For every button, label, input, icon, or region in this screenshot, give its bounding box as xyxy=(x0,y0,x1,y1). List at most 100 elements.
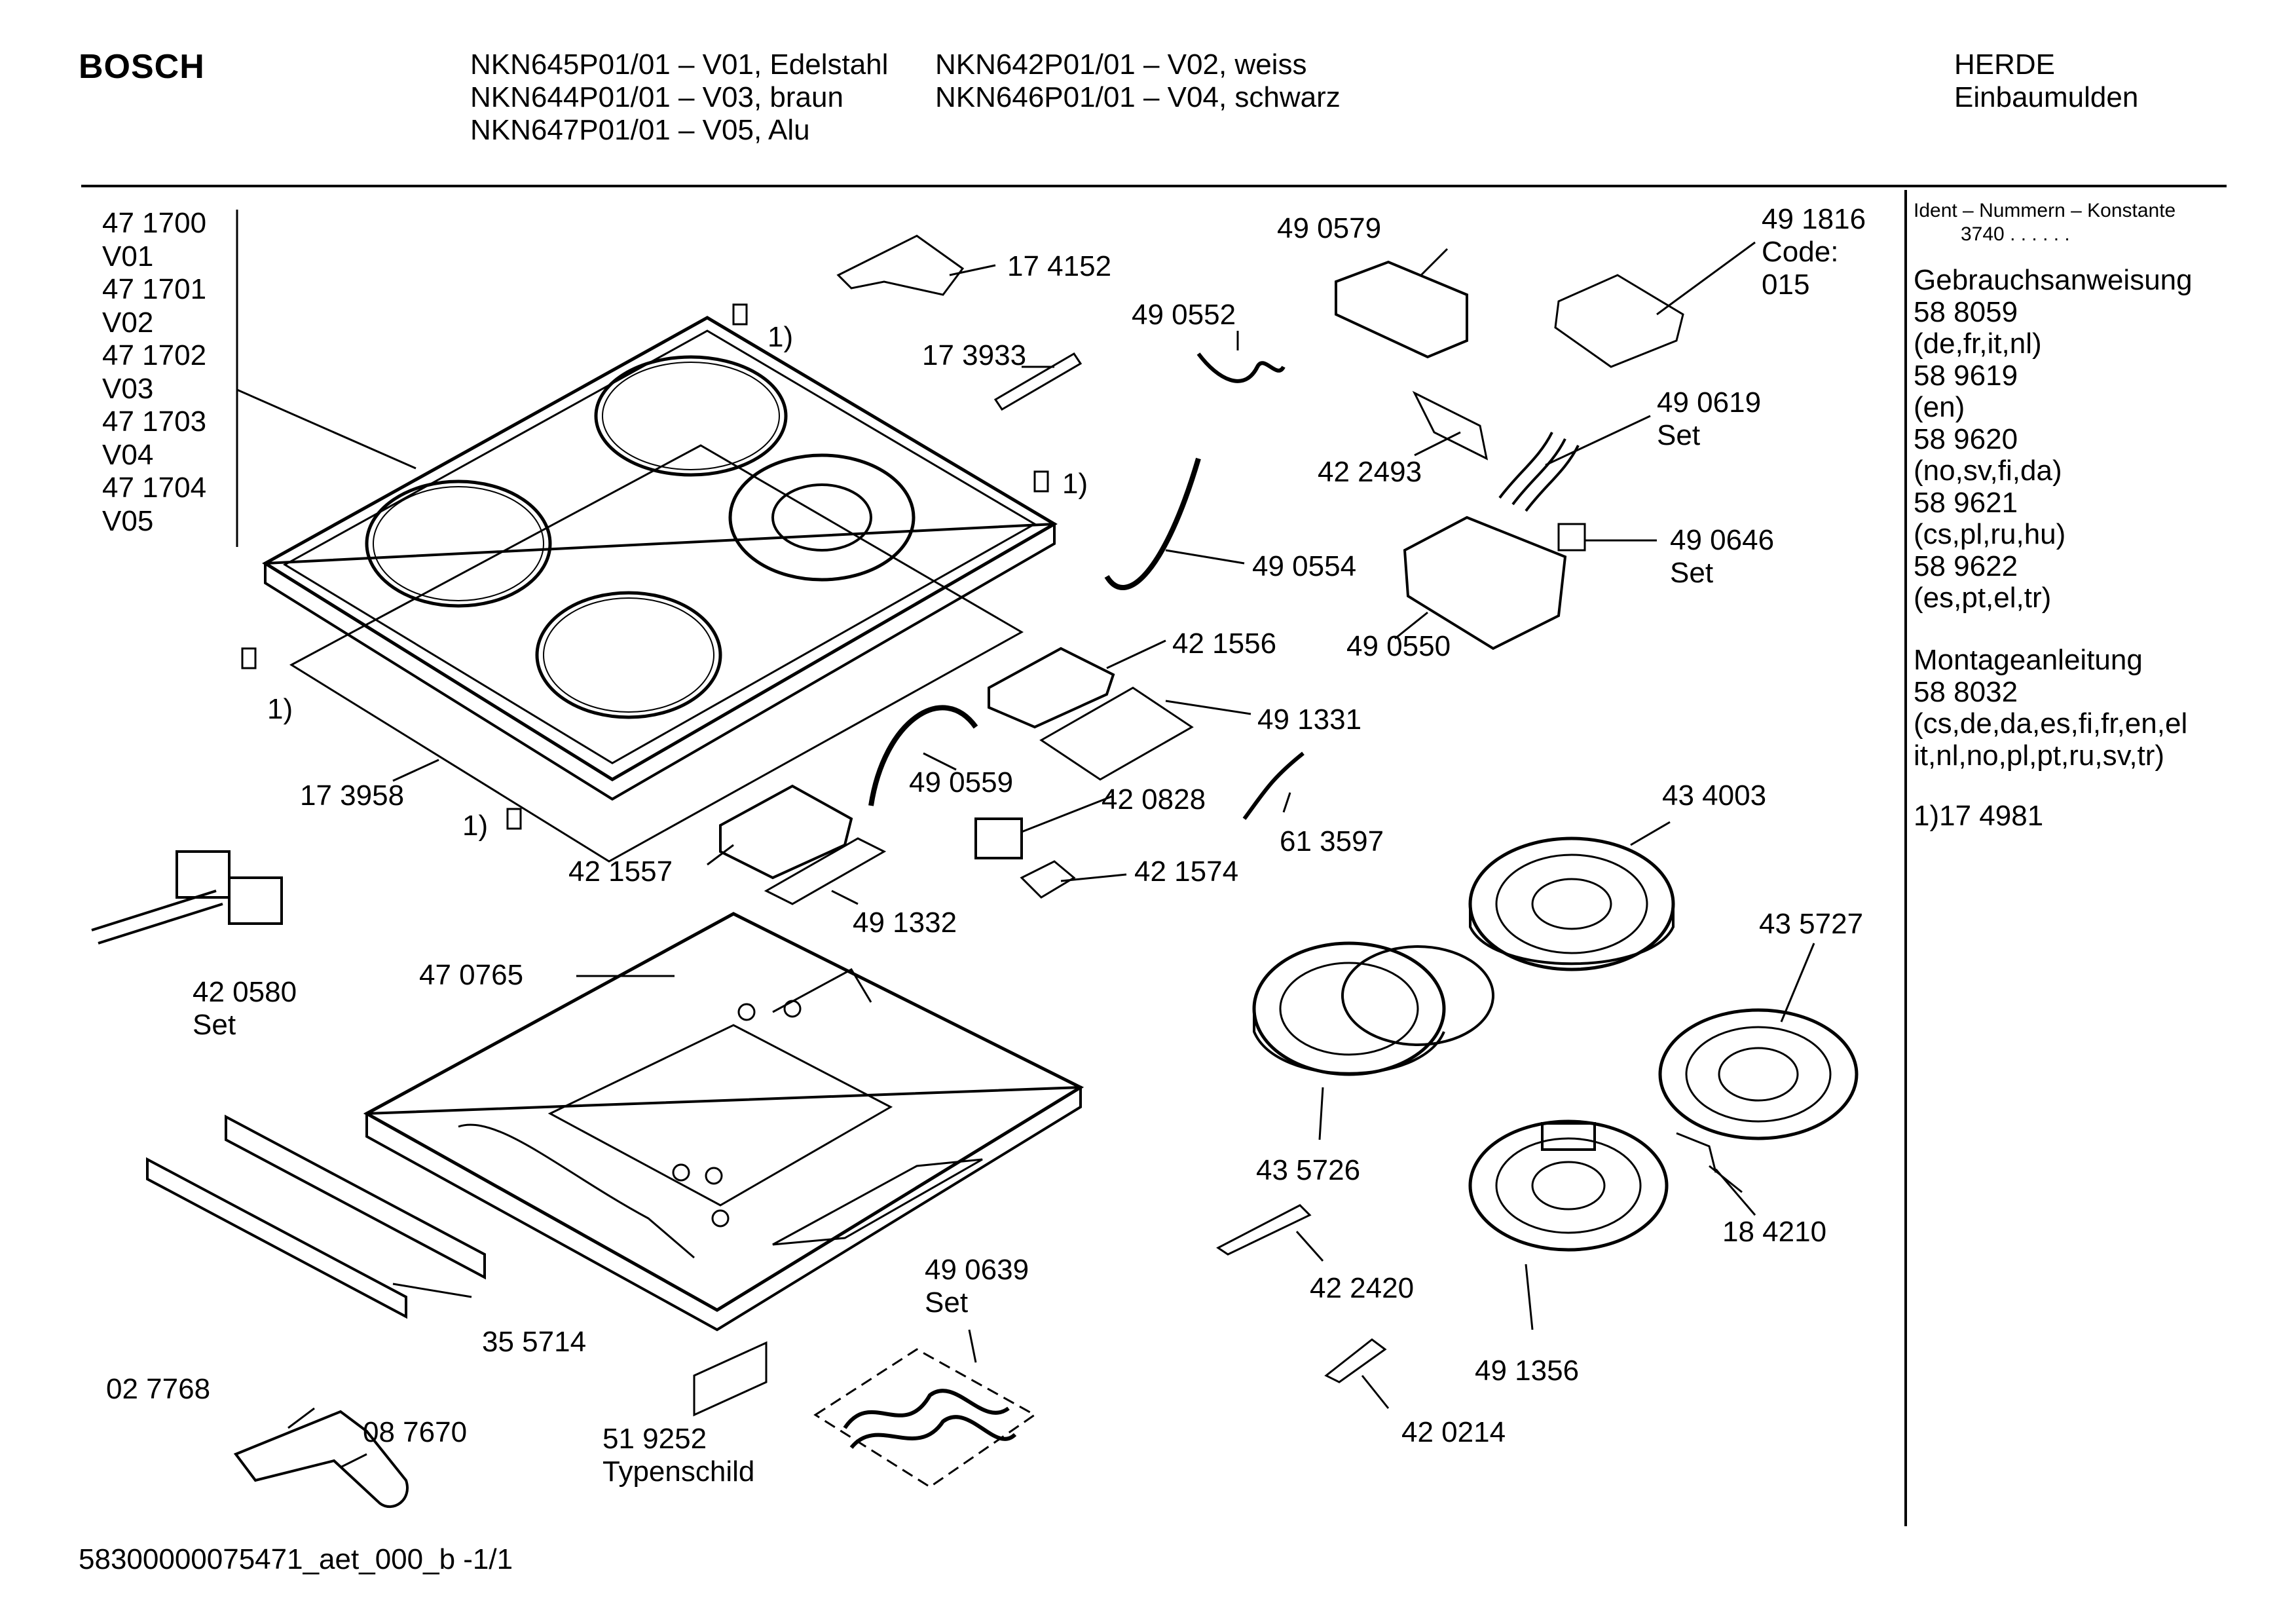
part-label-490552: 49 0552 xyxy=(1132,299,1236,331)
manual-line: (no,sv,fi,da) xyxy=(1914,455,2062,487)
glass-hob-top xyxy=(262,316,1058,801)
part-label-420214: 42 0214 xyxy=(1401,1416,1506,1448)
part-set-label: Set xyxy=(1657,419,1701,451)
part-label-420580: 42 0580 Set xyxy=(193,976,297,1042)
heating-element-491356 xyxy=(1468,1119,1669,1252)
model-line: NKN642P01/01 – V02, weiss xyxy=(935,48,1307,81)
heating-element-434003 xyxy=(1468,836,1675,971)
wire-set-490639 xyxy=(813,1348,1037,1488)
mounting-line: (cs,de,da,es,fi,fr,en,el xyxy=(1914,707,2188,740)
clip-184210 xyxy=(1676,1132,1717,1173)
model-line: NKN644P01/01 – V03, braun xyxy=(470,81,843,113)
terminal-blocks-420580 xyxy=(91,850,283,945)
manual-line: (es,pt,el,tr) xyxy=(1914,582,2052,614)
part-label-490646: 49 0646 Set xyxy=(1670,524,1774,590)
manual-line: (cs,pl,ru,hu) xyxy=(1914,518,2066,550)
small-terminal-part xyxy=(993,352,1083,411)
board-491331 xyxy=(1039,686,1194,781)
part-set-label: Set xyxy=(1670,557,1714,589)
ident-title: Ident – Nummern – Konstante xyxy=(1914,200,2176,221)
clip-420214 xyxy=(1324,1338,1387,1383)
document-id: 58300000075471_aet_000_b -1/1 xyxy=(79,1543,513,1575)
manual-line: 58 9619 xyxy=(1914,359,2018,392)
clip-left xyxy=(241,647,257,669)
model-line: NKN647P01/01 – V05, Alu xyxy=(470,114,810,146)
heating-element-435727 xyxy=(1658,1008,1859,1140)
mounting-rails xyxy=(146,1114,486,1319)
part-code-label: Code: xyxy=(1762,236,1839,268)
clip-bottom xyxy=(506,808,522,830)
models-right: NKN642P01/01 – V02, weiss NKN646P01/01 –… xyxy=(935,48,1341,114)
rating-plate-519252 xyxy=(693,1341,768,1417)
part-label-491332: 49 1332 xyxy=(853,907,957,939)
terminal-strip xyxy=(1412,390,1489,460)
sensor-422420 xyxy=(1216,1204,1312,1256)
footnote-definition: 1)17 4981 xyxy=(1914,800,2044,832)
manual-line: 58 9621 xyxy=(1914,486,2018,519)
manual-line: 58 9622 xyxy=(1914,550,2018,582)
category-line: HERDE xyxy=(1954,48,2056,81)
model-line: NKN645P01/01 – V01, Edelstahl xyxy=(470,48,889,81)
variant-label: 47 1702 xyxy=(102,339,207,371)
clip-top-2 xyxy=(1033,470,1049,493)
part-label-613597: 61 3597 xyxy=(1280,825,1384,857)
variant-label: V03 xyxy=(102,372,154,405)
variant-label: V01 xyxy=(102,240,154,272)
part-number: 49 0619 xyxy=(1657,386,1762,419)
cable-harness-short xyxy=(1196,352,1286,383)
leader-lines xyxy=(236,241,1815,1469)
part-label-490639: 49 0639 Set xyxy=(925,1254,1029,1319)
models-left: NKN645P01/01 – V01, Edelstahl NKN644P01/… xyxy=(470,48,888,147)
cable-holder-part xyxy=(836,235,965,296)
hob-top-variant-list: 47 1700 V01 47 1701 V02 47 1702 V03 47 1… xyxy=(102,207,206,538)
part-label-490554: 49 0554 xyxy=(1252,550,1357,582)
variant-label: 47 1700 xyxy=(102,207,207,239)
heating-element-435726 xyxy=(1252,941,1494,1076)
manual-line: 58 9620 xyxy=(1914,422,2018,455)
circuit-board-part xyxy=(1554,274,1684,368)
part-set-label: Set xyxy=(193,1009,236,1041)
manual-line: (de,fr,it,nl) xyxy=(1914,328,2042,360)
part-label-087670: 08 7670 xyxy=(363,1416,468,1448)
clip-top-1 xyxy=(732,303,748,326)
variant-label: V04 xyxy=(102,438,154,471)
connector-set-490646 xyxy=(1557,523,1586,552)
mounting-heading: Montageanleitung xyxy=(1914,644,2143,676)
part-label-421557: 42 1557 xyxy=(568,855,673,888)
category-line: Einbaumulden xyxy=(1954,81,2139,113)
part-label-355714: 35 5714 xyxy=(482,1326,587,1358)
footnote-marker: 1) xyxy=(462,810,489,842)
part-label-435726: 43 5726 xyxy=(1256,1154,1361,1186)
mounting-line: 58 8032 xyxy=(1914,675,2018,708)
part-label-490559: 49 0559 xyxy=(909,766,1014,798)
part-label-421574: 42 1574 xyxy=(1134,855,1239,888)
switch-module-421556 xyxy=(988,647,1115,729)
part-label-490550: 49 0550 xyxy=(1346,630,1451,662)
part-set-label: Set xyxy=(925,1286,969,1319)
part-name: Typenschild xyxy=(602,1455,755,1488)
manual-line: (en) xyxy=(1914,391,1965,423)
control-module-box xyxy=(1335,260,1468,359)
footnote-marker: 1) xyxy=(267,693,293,725)
variant-label: 47 1701 xyxy=(102,273,207,305)
mounting-instructions: Montageanleitung 58 8032 (cs,de,da,es,fi… xyxy=(1914,644,2188,772)
relay-420828 xyxy=(974,817,1023,859)
part-label-027768: 02 7768 xyxy=(106,1373,211,1405)
tool-087670 xyxy=(233,1410,409,1508)
part-label-422493: 42 2493 xyxy=(1318,456,1422,488)
switch-module-421557 xyxy=(719,784,853,880)
part-label-184210: 18 4210 xyxy=(1722,1216,1827,1248)
cable-613597 xyxy=(1242,751,1305,820)
mounting-line: it,nl,no,pl,pt,ru,sv,tr) xyxy=(1914,739,2165,772)
part-label-174152: 17 4152 xyxy=(1007,250,1112,282)
bottom-tray xyxy=(363,912,1084,1332)
part-label-491331: 49 1331 xyxy=(1257,704,1362,736)
brand-logo: BOSCH xyxy=(79,48,205,86)
part-number: 51 9252 xyxy=(602,1423,707,1455)
part-label-420828: 42 0828 xyxy=(1102,783,1206,816)
part-label-470765: 47 0765 xyxy=(419,959,524,991)
board-491332 xyxy=(764,837,887,905)
seal-gasket xyxy=(289,444,1024,863)
part-label-491356: 49 1356 xyxy=(1475,1355,1580,1387)
